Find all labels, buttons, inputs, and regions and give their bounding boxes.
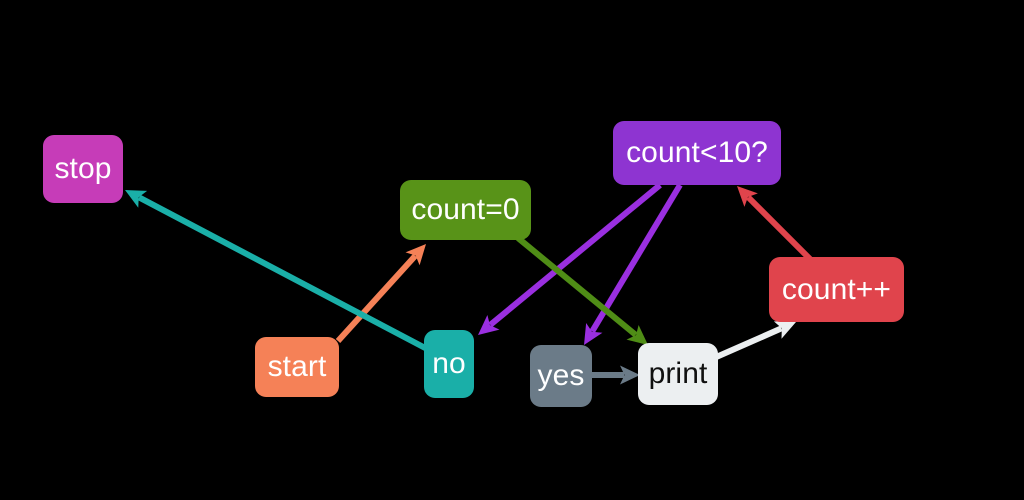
arrowhead bbox=[125, 190, 148, 208]
node-start[interactable]: start bbox=[255, 337, 339, 397]
edge-no-to-stop bbox=[125, 190, 431, 353]
node-label-start: start bbox=[267, 350, 327, 383]
node-label-count0: count=0 bbox=[411, 193, 520, 226]
node-no[interactable]: no bbox=[424, 330, 474, 398]
edge-countpp-to-cond bbox=[737, 186, 813, 262]
node-label-yes: yes bbox=[537, 359, 585, 392]
edge-cond-to-yes bbox=[584, 183, 683, 345]
edge-line bbox=[335, 253, 418, 344]
arrowhead bbox=[405, 244, 426, 266]
node-label-print: print bbox=[648, 357, 708, 390]
arrowhead bbox=[626, 324, 648, 345]
arrowhead bbox=[773, 321, 796, 339]
edge-line bbox=[712, 325, 783, 361]
node-count0[interactable]: count=0 bbox=[400, 180, 531, 240]
node-label-stop: stop bbox=[54, 152, 112, 185]
edge-line bbox=[137, 194, 431, 353]
node-label-cond: count<10? bbox=[626, 136, 768, 169]
arrowhead bbox=[620, 365, 640, 385]
node-label-countpp: count++ bbox=[781, 272, 892, 306]
edge-line bbox=[589, 183, 683, 333]
node-countpp[interactable]: count++ bbox=[769, 257, 904, 322]
arrowhead bbox=[737, 186, 758, 207]
arrowhead bbox=[478, 314, 500, 335]
node-label-no: no bbox=[432, 347, 466, 380]
node-cond[interactable]: count<10? bbox=[613, 121, 781, 185]
arrowhead bbox=[584, 322, 603, 345]
edge-count0-to-print bbox=[516, 235, 648, 345]
edge-start-to-count0 bbox=[335, 244, 426, 344]
node-yes[interactable]: yes bbox=[530, 345, 592, 407]
edge-yes-to-print bbox=[592, 365, 640, 385]
edge-print-to-countpp bbox=[712, 321, 796, 361]
edge-line bbox=[746, 195, 813, 262]
node-print[interactable]: print bbox=[638, 343, 718, 405]
node-stop[interactable]: stop bbox=[43, 135, 123, 203]
edge-line bbox=[516, 235, 638, 338]
